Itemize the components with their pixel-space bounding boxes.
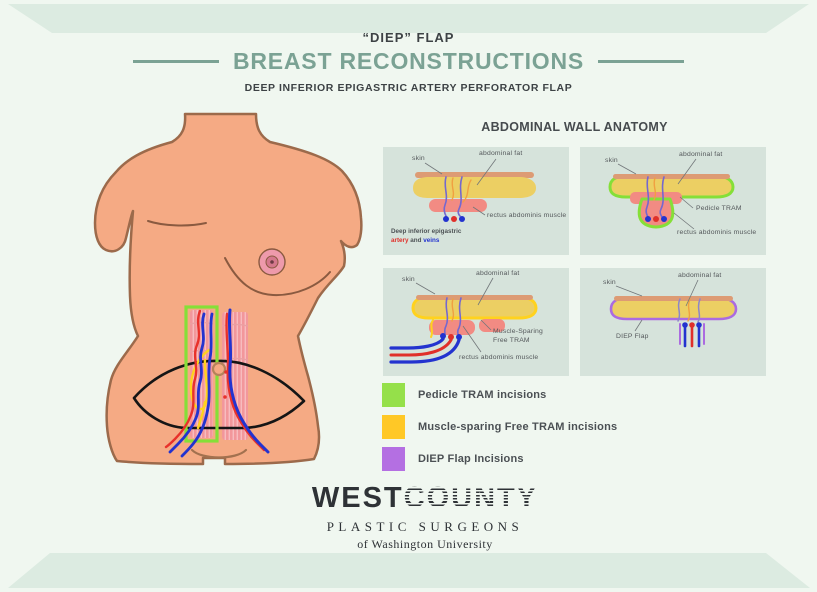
artery-dot xyxy=(448,334,454,340)
legend-label: Pedicle TRAM incisions xyxy=(418,389,547,401)
label-skin: skin xyxy=(402,276,415,283)
label-skin: skin xyxy=(605,157,618,164)
artery-dot xyxy=(689,322,695,328)
panel3-diagram xyxy=(389,277,538,364)
fat-layer-outlined xyxy=(609,296,738,321)
vein-dot xyxy=(440,333,446,339)
caption-line2: artery and veins xyxy=(391,237,439,244)
muscle-pouch-outlined xyxy=(637,197,675,229)
skin-layer xyxy=(416,295,533,300)
torso-illustration xyxy=(78,108,378,472)
skin-layer xyxy=(415,172,534,178)
vessels xyxy=(645,176,665,218)
breast-fold-line xyxy=(224,257,331,297)
artery-dot xyxy=(653,216,659,222)
caption-artery: artery xyxy=(391,237,409,244)
legend-label: Muscle-sparing Free TRAM incisions xyxy=(418,421,618,433)
vein-dot xyxy=(645,216,651,222)
vein-dot xyxy=(456,334,462,340)
label-rectus-muscle: rectus abdominis muscle xyxy=(459,354,539,361)
leader-lines xyxy=(415,277,494,353)
label-abdominal-fat: abdominal fat xyxy=(679,151,723,158)
panel2-diagram xyxy=(608,158,735,230)
caption-and: and xyxy=(408,237,424,244)
vein-dot xyxy=(443,216,449,222)
label-ms-free-tram-line2: Free TRAM xyxy=(493,337,530,344)
legend-label: DIEP Flap Incisions xyxy=(418,453,524,465)
label-skin: skin xyxy=(412,155,425,162)
epigastric-vessels-left xyxy=(164,309,214,458)
label-abdominal-fat: abdominal fat xyxy=(479,150,523,157)
label-abdominal-fat: abdominal fat xyxy=(678,272,722,279)
label-rectus-muscle: rectus abdominis muscle xyxy=(677,229,757,236)
rectus-muscle-right xyxy=(222,312,248,440)
label-abdominal-fat: abdominal fat xyxy=(476,270,520,277)
panel4-diagram xyxy=(609,279,738,348)
legend-item-ms-free-tram: Muscle-sparing Free TRAM incisions xyxy=(382,415,617,439)
vein-dot xyxy=(696,322,702,328)
logo-west: WEST xyxy=(311,482,404,514)
label-rectus-muscle: rectus abdominis muscle xyxy=(487,212,567,219)
leader-lines xyxy=(615,279,699,332)
vessels xyxy=(389,297,462,364)
header-kicker: “DIEP” FLAP xyxy=(362,30,455,45)
logo-affiliation: of Washington University xyxy=(357,537,493,551)
header: “DIEP” FLAP BREAST RECONSTRUCTIONS DEEP … xyxy=(0,30,817,94)
fat-layer-outlined xyxy=(411,295,538,320)
logo-tagline: PLASTIC SURGEONS xyxy=(326,519,524,534)
caption-veins: veins xyxy=(423,237,440,244)
pubic-line xyxy=(190,448,248,459)
vein-dot xyxy=(459,216,465,222)
navel xyxy=(211,361,227,377)
muscle-lump-right xyxy=(479,319,505,332)
perforator-dot xyxy=(223,395,227,399)
label-ms-free-tram-line1: Muscle-Sparing xyxy=(493,328,544,335)
artery-dot xyxy=(451,216,457,222)
torso-svg xyxy=(93,112,363,466)
nipple-center xyxy=(270,260,274,264)
anatomy-heading: ABDOMINAL WALL ANATOMY xyxy=(481,120,668,134)
vein-dot xyxy=(661,216,667,222)
panel-diep-flap: skin abdominal fat DIEP Flap xyxy=(580,268,766,376)
leader-lines xyxy=(617,158,697,230)
yellow-swatch xyxy=(382,415,405,439)
skin-layer xyxy=(614,296,733,301)
purple-swatch xyxy=(382,447,405,471)
vessels xyxy=(443,176,472,217)
muscle-lump-left xyxy=(429,320,475,335)
mastectomy-scar-line xyxy=(147,220,207,227)
panel-normal-anatomy: skin abdominal fat rectus abdominis musc… xyxy=(383,147,569,255)
fat-layer xyxy=(413,177,536,198)
logo-county: COUNTY xyxy=(403,482,539,514)
legend-item-pedicle-tram: Pedicle TRAM incisions xyxy=(382,383,546,407)
legend-item-diep-flap: DIEP Flap Incisions xyxy=(382,447,524,471)
logo-wordmark: WESTCOUNTY xyxy=(225,484,625,513)
label-pedicle-tram: Pedicle TRAM xyxy=(696,205,742,212)
panel-ms-free-tram: skin abdominal fat Muscle-Sparing Free T… xyxy=(383,268,569,376)
panel1-diagram xyxy=(413,158,536,222)
title-right-rule xyxy=(598,60,685,63)
logo: WESTCOUNTY PLASTIC SURGEONS of Washingto… xyxy=(225,484,625,552)
frame-bottom-band xyxy=(8,553,810,588)
page-title: BREAST RECONSTRUCTIONS xyxy=(232,48,585,74)
panel-pedicle-tram: skin abdominal fat Pedicle TRAM rectus a… xyxy=(580,147,766,255)
frame-top-band xyxy=(8,4,809,33)
vein-dot xyxy=(682,322,688,328)
title-left-rule xyxy=(132,60,219,63)
skin-layer xyxy=(613,174,730,179)
epigastric-vessels-right xyxy=(225,308,270,454)
label-diep-flap: DIEP Flap xyxy=(616,333,649,340)
leader-lines xyxy=(424,158,497,216)
label-skin: skin xyxy=(603,279,616,286)
caption-line1: Deep inferior epigastric xyxy=(391,228,462,235)
header-subtitle: DEEP INFERIOR EPIGASTRIC ARTERY PERFORAT… xyxy=(244,82,573,94)
green-swatch xyxy=(382,383,405,407)
